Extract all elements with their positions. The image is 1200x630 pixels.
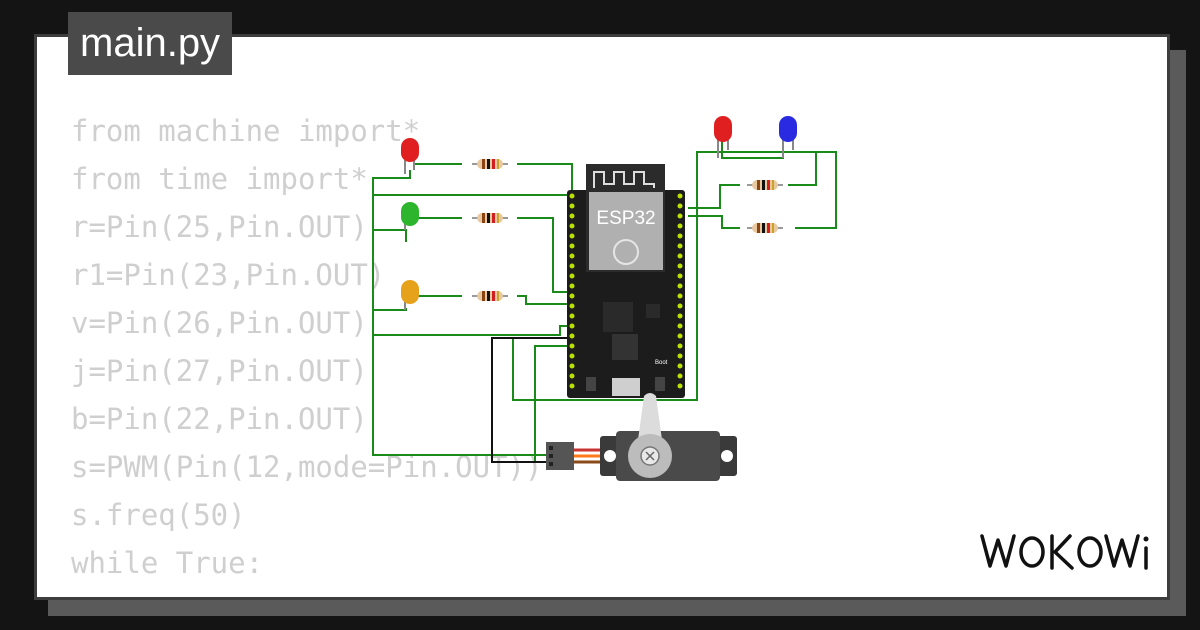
code-preview: from machine import* from time import* r… [71,107,542,597]
board-label: ESP32 [596,208,655,229]
resistor [746,179,784,191]
code-line: r.value(1) [71,587,542,597]
wokwi-logo [980,534,1149,570]
code-line: from time import* [71,162,368,196]
code-line: r=Pin(25,Pin.OUT) [71,210,368,244]
servo-motor [546,393,737,481]
esp32-board: ESP32 Boot [567,164,685,398]
wires [372,140,837,462]
green-led [401,202,419,230]
resistor [471,212,509,224]
code-line: s.freq(50) [71,498,246,532]
code-line: b=Pin(22,Pin.OUT) [71,402,368,436]
code-line: j=Pin(27,Pin.OUT) [71,354,368,388]
code-line: r1=Pin(23,Pin.OUT) [71,258,386,292]
yellow-led [401,280,419,310]
red-led [401,138,419,174]
resistor [471,158,509,170]
code-line: while True: [71,546,264,580]
resistor [746,222,784,234]
code-line: from machine import* [71,114,421,148]
red-led-right [714,116,732,158]
blue-led [779,116,797,158]
file-tab[interactable]: main.py [68,12,233,75]
code-line: v=Pin(26,Pin.OUT) [71,306,368,340]
resistor [471,290,509,302]
boot-label: Boot [655,360,668,366]
